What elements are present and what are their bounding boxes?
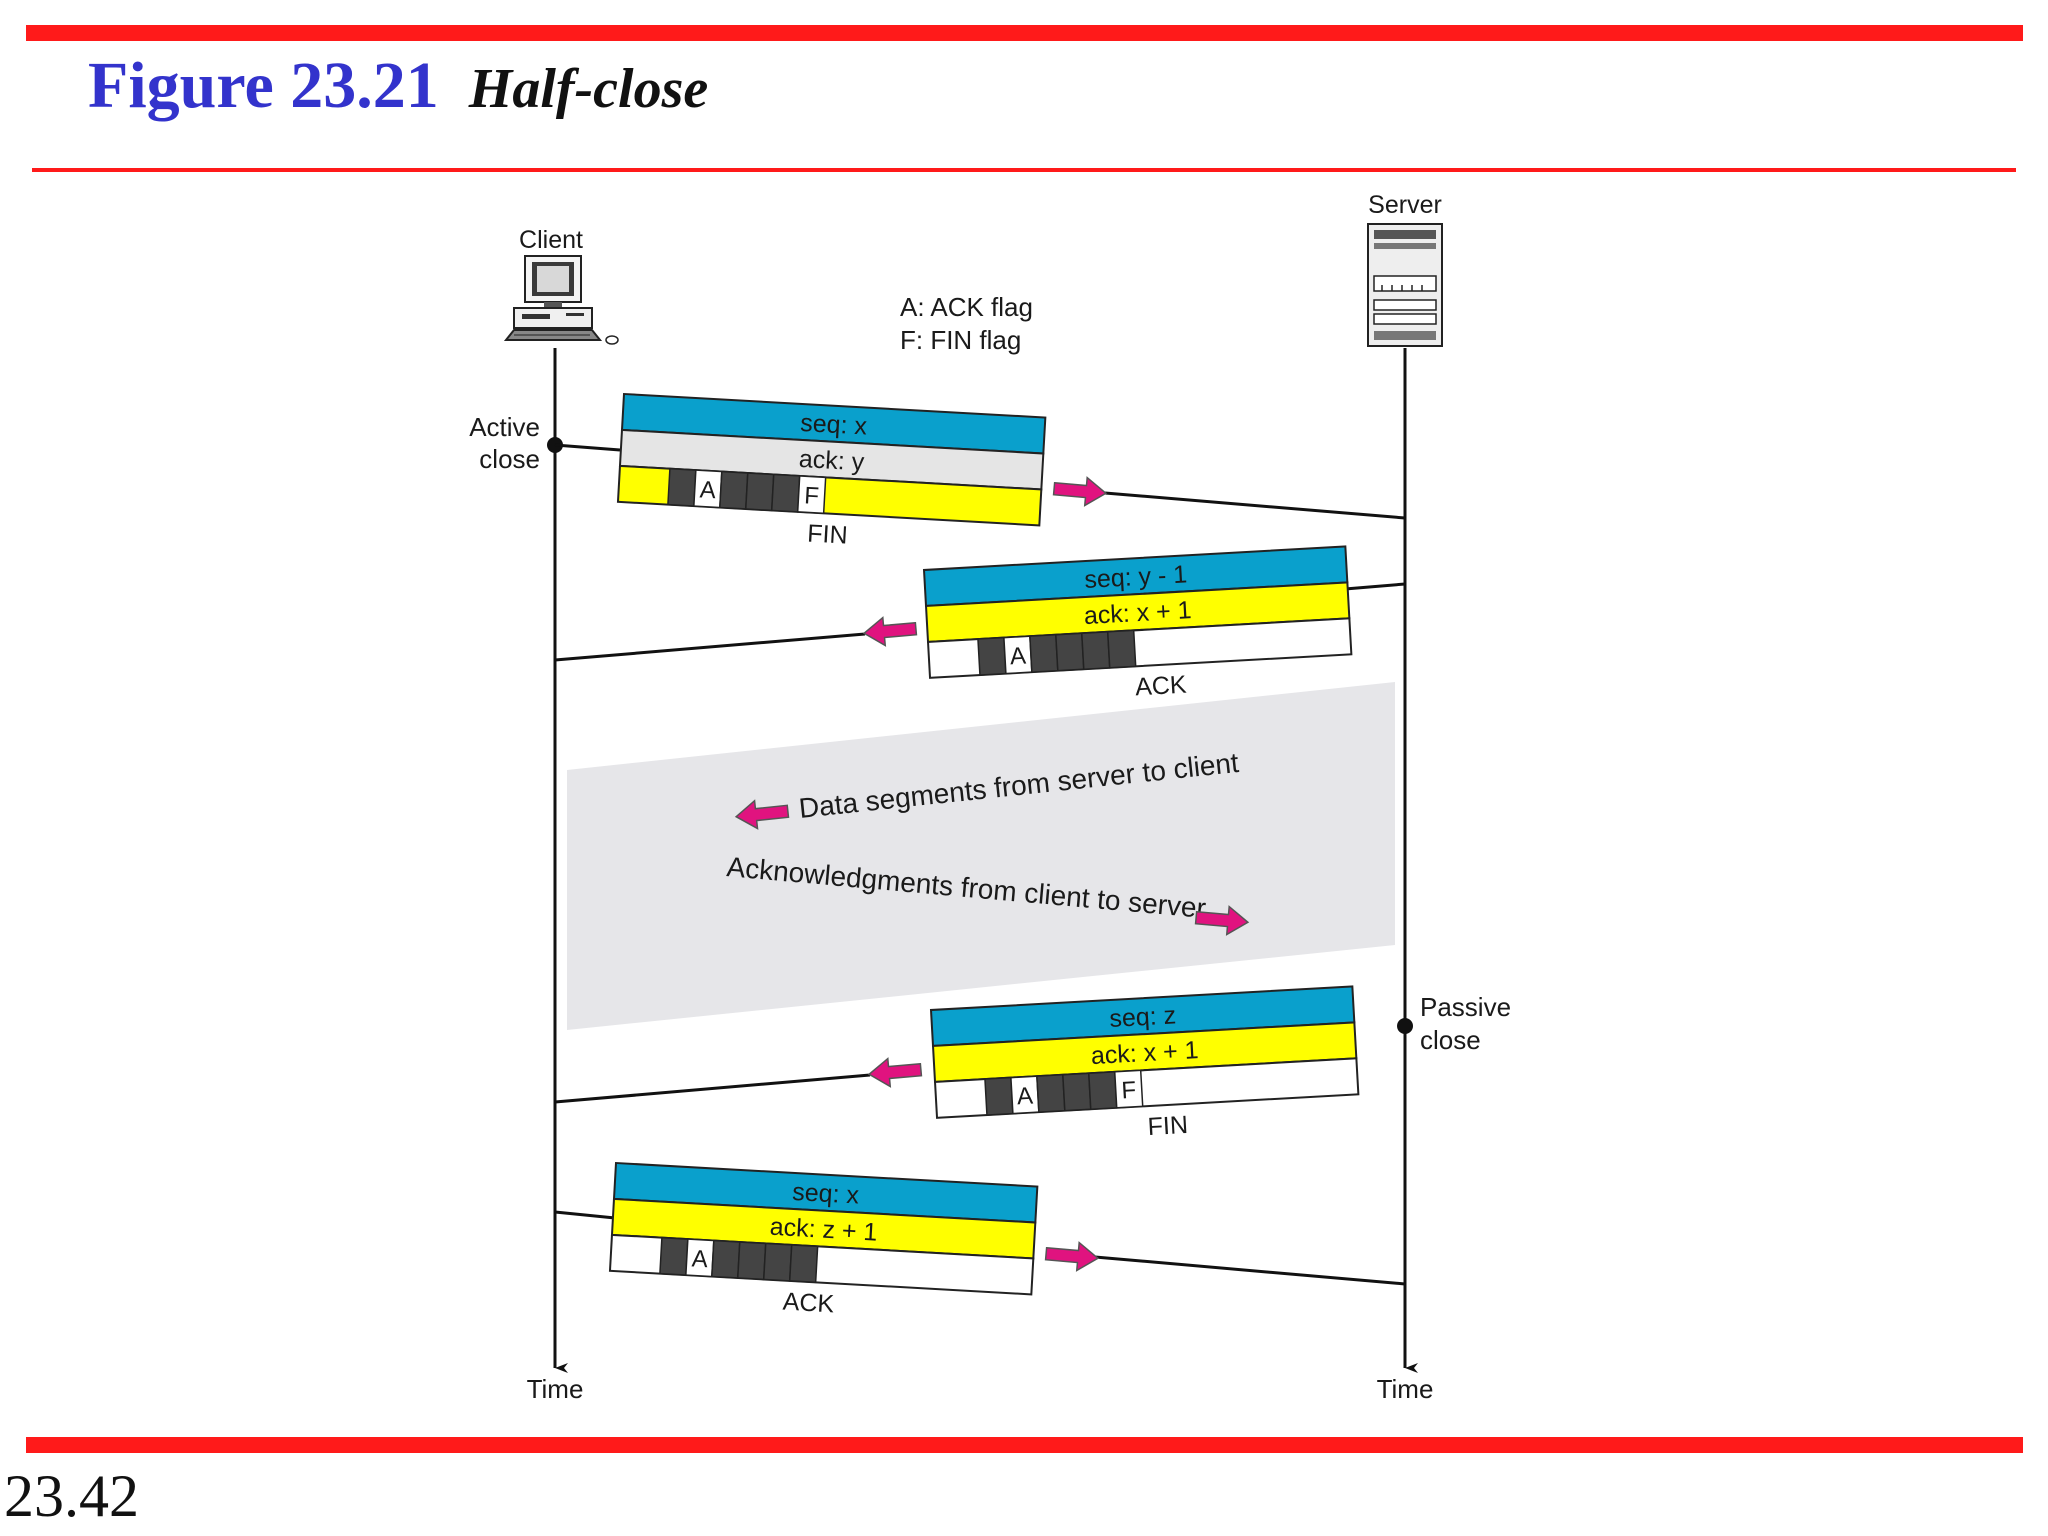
server-time-label: Time — [1377, 1374, 1434, 1404]
segment-fin-server: A F seq: z ack: x + 1 FIN — [929, 985, 1360, 1141]
fin-direction-arrow-left — [867, 1055, 923, 1089]
segment-ack-client: A seq: x ack: z + 1 ACK — [608, 1161, 1039, 1319]
fin-line-start — [554, 443, 621, 452]
final-ack-line-start — [554, 1210, 616, 1220]
client-label: Client — [519, 226, 583, 254]
flag-a: A — [699, 476, 716, 504]
legend-fin-flag: F: FIN flag — [900, 325, 1021, 355]
active-close-label-line1: Active — [469, 412, 540, 442]
server-fin-line — [554, 1073, 871, 1104]
flag-f: F — [1121, 1077, 1137, 1105]
client-time-label: Time — [527, 1374, 584, 1404]
segment-type-label: ACK — [782, 1288, 835, 1319]
flag-f: F — [804, 482, 820, 510]
title-rule — [32, 168, 2016, 172]
fin-direction-arrow — [1052, 474, 1108, 508]
flag-a: A — [1009, 642, 1026, 670]
seq-label: seq: x — [792, 1178, 861, 1210]
bottom-rule — [26, 1437, 2023, 1453]
flag-a: A — [1016, 1082, 1033, 1110]
legend-ack-flag: A: ACK flag — [900, 292, 1033, 322]
figure-title: Figure 23.21 Half-close — [88, 48, 708, 124]
segment-type-label: FIN — [807, 519, 849, 549]
ack-label: ack: y — [798, 445, 865, 477]
ack-label: ack: x + 1 — [1083, 596, 1192, 630]
seq-label: seq: z — [1109, 1001, 1177, 1033]
ack-line-end — [554, 632, 866, 662]
passive-close-label-line1: Passive — [1420, 992, 1511, 1022]
segment-type-label: FIN — [1147, 1111, 1189, 1141]
client-computer-icon — [503, 255, 619, 345]
segment-fin-client: A F seq: x ack: y FIN — [616, 392, 1047, 550]
server-label: Server — [1368, 191, 1442, 219]
segment-ack-server: A seq: y - 1 ack: x + 1 ACK — [922, 545, 1353, 702]
seq-label: seq: y - 1 — [1084, 560, 1188, 594]
passive-close-label-line2: close — [1420, 1025, 1481, 1055]
server-tower-icon — [1367, 223, 1443, 347]
final-ack-direction-arrow — [1044, 1239, 1100, 1273]
passive-close-dot — [1397, 1018, 1413, 1034]
ack-label: ack: z + 1 — [769, 1213, 878, 1247]
page-number: 23.42 — [4, 1463, 139, 1529]
final-ack-line-end — [1094, 1255, 1406, 1286]
top-rule — [26, 25, 2023, 41]
figure-name: Half-close — [468, 58, 709, 120]
ack-label: ack: x + 1 — [1090, 1036, 1199, 1070]
data-transfer-region: Data segments from server to client Ackn… — [567, 682, 1395, 1030]
active-close-label-line2: close — [479, 444, 540, 474]
segment-type-label: ACK — [1134, 671, 1187, 702]
ack-direction-arrow-left — [862, 614, 918, 648]
fin-line-end — [1104, 491, 1406, 520]
ack-line-start — [1344, 582, 1406, 591]
seq-label: seq: x — [800, 409, 869, 441]
figure-label: Figure 23.21 — [88, 49, 439, 122]
flag-a: A — [691, 1245, 708, 1273]
